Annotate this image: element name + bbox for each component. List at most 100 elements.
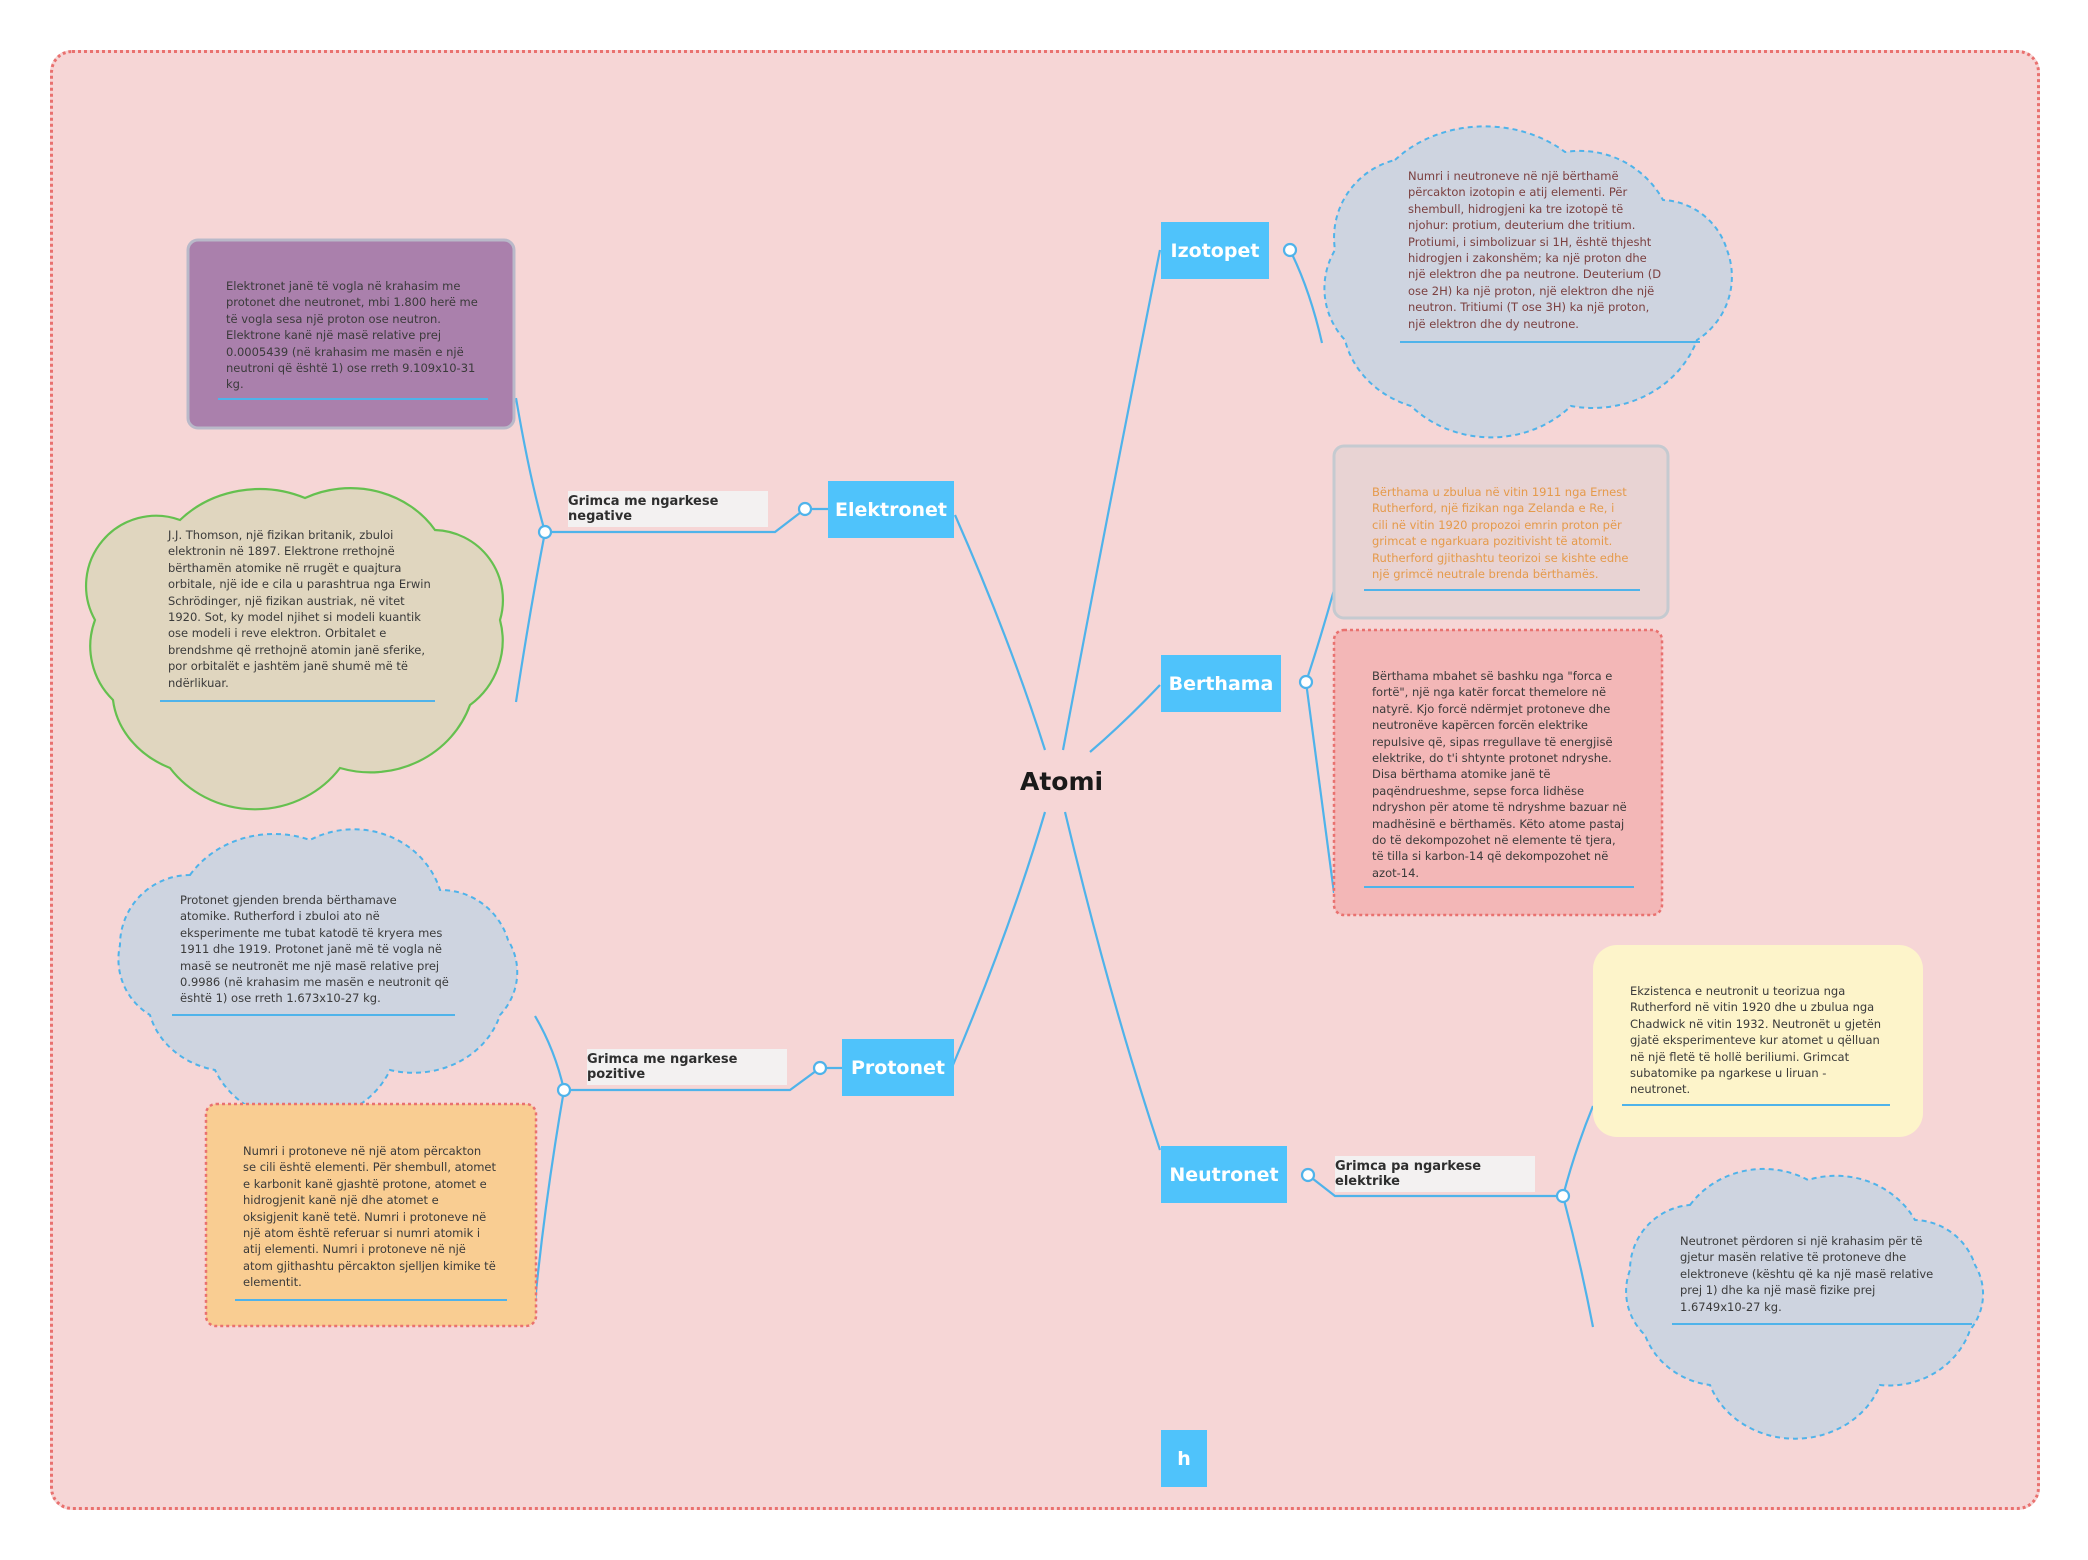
note-line-text: 1911 dhe 1919. Protonet janë më të vogla…: [180, 942, 442, 957]
note-line-text: elektronin në 1897. Elektrone rrethojnë: [168, 544, 395, 559]
note-izotopet-1-underline: [1400, 341, 1700, 343]
note-line-text: madhësinë e bërthamës. Këto atome pastaj: [1372, 816, 1625, 831]
connector-center-izotopet: [1061, 249, 1162, 751]
note-line-text: hidrogjenit kanë një dhe atomet e: [243, 1193, 439, 1208]
note-line-text: se cili është elementi. Për shembull, at…: [243, 1160, 497, 1175]
card-berthama-2: [1332, 628, 1664, 917]
connector-center-elektronet: [953, 514, 1047, 751]
card-neutronet: [1593, 945, 1923, 1137]
note-line-text: 1.6749x10-27 kg.: [1680, 1299, 1782, 1314]
topic-elektronet[interactable]: Elektronet: [828, 481, 954, 538]
note-line-text: Disa bërthama atomike janë të: [1372, 767, 1551, 782]
note-line-text: elementit.: [243, 1275, 302, 1290]
topic-neutronet[interactable]: Neutronet: [1161, 1146, 1287, 1203]
junction-elektronet: [797, 501, 813, 517]
note-line-text: bërthamën atomike në rrugët e quajtura: [168, 560, 402, 575]
note-line-text: shembull, hidrogjeni ka tre izotopë të: [1408, 201, 1624, 216]
note-line-text: gjatë eksperimenteve kur atomet u qëllua…: [1630, 1033, 1880, 1048]
note-line-text: një atom është referuar si numri atomik …: [243, 1226, 481, 1241]
note-elektronet-1: Elektronet janë të vogla në krahasim me p…: [226, 278, 478, 393]
note-line-text: Rutherford në vitin 1920 dhe u zbulua ng…: [1630, 1000, 1875, 1015]
note-line-text: neutron. Tritiumi (T ose 3H) ka një prot…: [1408, 300, 1650, 315]
note-line-text: në një fletë të hollë beriliumi. Grimcat: [1630, 1049, 1850, 1064]
note-line-text: hidrogjen i zakonshëm; ka një proton dhe: [1408, 251, 1647, 266]
cloud-neutronet: [1625, 1167, 1985, 1440]
note-line-text: repulsive që, sipas rregullave të energj…: [1372, 734, 1613, 749]
note-line-text: subatomike pa ngarkese u liruan -: [1630, 1066, 1827, 1081]
note-line-text: Bërthama mbahet së bashku nga "forca e: [1372, 669, 1613, 683]
junction-neutronet-notes: [1555, 1188, 1571, 1204]
junction-neutronet: [1300, 1167, 1316, 1183]
note-line-text: një elektron dhe pa neutrone. Deuterium …: [1408, 267, 1662, 282]
note-line-text: prej 1) dhe ka një masë fizike prej: [1680, 1283, 1876, 1298]
topic-berthama[interactable]: Berthama: [1161, 655, 1281, 712]
topic-h[interactable]: h: [1161, 1430, 1207, 1487]
cloud-protonet: [117, 828, 519, 1123]
note-line-text: masë se neutronët me një masë relative p…: [180, 958, 440, 973]
note-line-text: Rutherford, një fizikan nga Zelanda e Re…: [1372, 501, 1615, 516]
note-line-text: Schrödinger, një fizikan austriak, në vi…: [168, 593, 405, 608]
note-line-text: elektroneve (kështu që ka një masë relat…: [1680, 1266, 1934, 1281]
label-protonet[interactable]: Grimca me ngarkese pozitive: [587, 1049, 787, 1085]
note-line-text: cili në vitin 1920 propozoi emrin proton…: [1372, 517, 1622, 532]
note-line-text: por orbitalët e jashtëm janë shumë më të: [168, 659, 408, 674]
note-elektronet-2-underline: [160, 700, 435, 702]
note-line-text: 1920. Sot, ky model njihet si modeli kua…: [168, 610, 421, 625]
note-berthama-1-underline: [1364, 589, 1640, 591]
note-line-text: një grimcë neutrale brenda bërthamës.: [1372, 567, 1599, 582]
note-line-text: azot-14.: [1372, 865, 1420, 880]
note-line-text: natyrë. Kjo forcë ndërmjet protoneve dhe: [1372, 701, 1611, 716]
note-line-text: grimcat e ngarkuara pozitivisht të atomi…: [1372, 534, 1613, 549]
note-line-text: ndryshon për atome të ndryshme bazuar në: [1372, 800, 1627, 815]
note-line-text: do të dekompozohet në elemente të tjera,: [1372, 833, 1616, 848]
note-berthama-1: Bërthama u zbulua në vitin 1911 nga Erne…: [1372, 484, 1629, 582]
center-topic[interactable]: Atomi: [1020, 767, 1104, 796]
note-line-text: Numri i protoneve në një atom përcakton: [243, 1144, 482, 1158]
note-protonet-1-underline: [172, 1014, 455, 1016]
note-line-text: përcakton izotopin e atij elementi. Për: [1408, 185, 1628, 200]
note-izotopet-1: Numri i neutroneve në një bërthamë përcak…: [1408, 168, 1661, 332]
cloud-izotopet: [1323, 125, 1733, 439]
note-neutronet-2: Neutronet përdoren si një krahasim për t…: [1680, 1233, 1933, 1315]
note-neutronet-2-underline: [1672, 1323, 1972, 1325]
note-line-text: Numri i neutroneve në një bërthamë: [1408, 169, 1619, 183]
note-line-text: ose 2H) ka një proton, një elektron dhe …: [1408, 283, 1655, 298]
connector-elektronet-note1: [514, 397, 547, 533]
note-line-text: paqëndrueshme, sepse forca lidhëse: [1372, 783, 1585, 798]
label-elektronet[interactable]: Grimca me ngarkese negative: [568, 491, 768, 527]
note-berthama-2-underline: [1364, 886, 1634, 888]
note-neutronet-1-underline: [1622, 1104, 1890, 1106]
note-line-text: Rutherford gjithashtu teorizoi se kishte…: [1372, 550, 1629, 565]
note-line-text: atomike. Rutherford i zbuloi ato në: [180, 909, 380, 924]
connector-berthama-note1: [1304, 589, 1336, 683]
note-line-text: të vogla sesa një proton ose neutron.: [226, 311, 441, 326]
note-line-text: eksperimente me tubat katodë të kryera m…: [180, 925, 443, 940]
card-protonet: [204, 1102, 538, 1328]
connector-protonet-note1: [534, 1015, 566, 1091]
connector-izotopet-note: [1289, 249, 1324, 344]
note-line-text: protonet dhe neutronet, mbi 1.800 herë m…: [226, 295, 478, 310]
note-line-text: J.J. Thomson, një fizikan britanik, zbul…: [168, 528, 394, 542]
note-line-text: atij elementi. Numri i protoneve në një: [243, 1242, 466, 1257]
note-line-text: neutroni që është 1) ose rreth 9.109x10-…: [226, 361, 476, 376]
note-line-text: e karbonit kanë gjashtë protone, atomet …: [243, 1176, 487, 1191]
cloud-elektronet: [84, 487, 505, 811]
note-line-text: Elektronet janë të vogla në krahasim me: [226, 279, 461, 293]
connector-elektronet-label: [545, 507, 828, 534]
connector-center-neutronet: [1063, 811, 1162, 1151]
note-line-text: është 1) ose rreth 1.673x10-27 kg.: [180, 991, 381, 1006]
topic-izotopet[interactable]: Izotopet: [1161, 222, 1269, 279]
connector-center-protonet: [951, 811, 1047, 1066]
label-neutronet[interactable]: Grimca pa ngarkese elektrike: [1335, 1156, 1535, 1192]
card-berthama-1: [1332, 444, 1670, 620]
note-line-text: 0.0005439 (në krahasim me masën e një: [226, 344, 464, 359]
topic-protonet[interactable]: Protonet: [842, 1039, 954, 1096]
note-line-text: ose modeli i reve elektron. Orbitalet e: [168, 626, 387, 641]
note-line-text: 0.9986 (në krahasim me masën e neutronit…: [180, 975, 449, 990]
connector-berthama-note2: [1304, 681, 1336, 894]
